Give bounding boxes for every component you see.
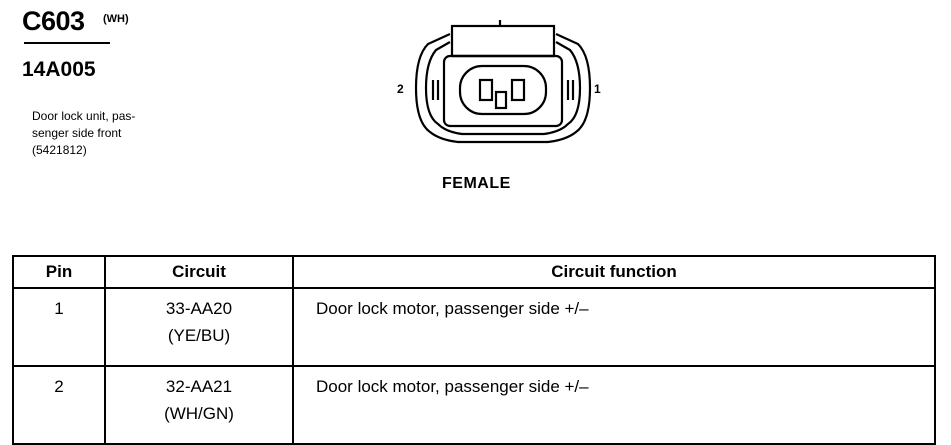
header-pin: Pin bbox=[12, 255, 106, 289]
terminal-pin-2 bbox=[478, 78, 494, 102]
circuit-number: 32-AA21 bbox=[165, 377, 233, 396]
table-row: 1 33-AA20 (YE/BU) Door lock motor, passe… bbox=[12, 287, 936, 367]
connector-description: Door lock unit, pas- senger side front (… bbox=[32, 108, 202, 159]
connector-gender: FEMALE bbox=[442, 175, 511, 192]
table-row: 2 32-AA21 (WH/GN) Door lock motor, passe… bbox=[12, 365, 936, 445]
pin-cell: 1 bbox=[12, 287, 106, 367]
connector-face-diagram bbox=[414, 20, 592, 144]
connector-inner-shroud bbox=[424, 41, 582, 136]
circuit-number: 33-AA20 bbox=[165, 299, 233, 318]
description-line: (5421812) bbox=[32, 143, 87, 157]
table-header-row: Pin Circuit Circuit function bbox=[12, 255, 936, 289]
pin-cell: 2 bbox=[12, 365, 106, 445]
wire-color: (YE/BU) bbox=[167, 326, 231, 345]
part-number: 14A005 bbox=[22, 58, 96, 81]
circuit-cell: 32-AA21 (WH/GN) bbox=[104, 365, 294, 445]
terminal-cavity bbox=[458, 64, 548, 116]
header-circuit-function: Circuit function bbox=[292, 255, 936, 289]
description-line: Door lock unit, pas- bbox=[32, 109, 136, 123]
description-line: senger side front bbox=[32, 126, 122, 140]
polarization-key bbox=[494, 90, 508, 110]
pin-label-right: 1 bbox=[594, 82, 601, 96]
title-underline bbox=[24, 42, 110, 44]
connector-body bbox=[442, 54, 564, 128]
locking-tab bbox=[450, 24, 556, 58]
function-cell: Door lock motor, passenger side +/– bbox=[292, 287, 936, 367]
pin-table: Pin Circuit Circuit function 1 33-AA20 (… bbox=[12, 255, 936, 445]
connector-color: (WH) bbox=[103, 13, 129, 25]
pin-label-left: 2 bbox=[397, 82, 404, 96]
wire-color: (WH/GN) bbox=[164, 404, 234, 423]
function-cell: Door lock motor, passenger side +/– bbox=[292, 365, 936, 445]
connector-id: C603 bbox=[22, 6, 85, 36]
connector-outer-shroud bbox=[414, 32, 592, 144]
connector-header: C603 (WH) bbox=[22, 6, 129, 37]
terminal-pin-1 bbox=[510, 78, 526, 102]
header-circuit: Circuit bbox=[104, 255, 294, 289]
circuit-cell: 33-AA20 (YE/BU) bbox=[104, 287, 294, 367]
